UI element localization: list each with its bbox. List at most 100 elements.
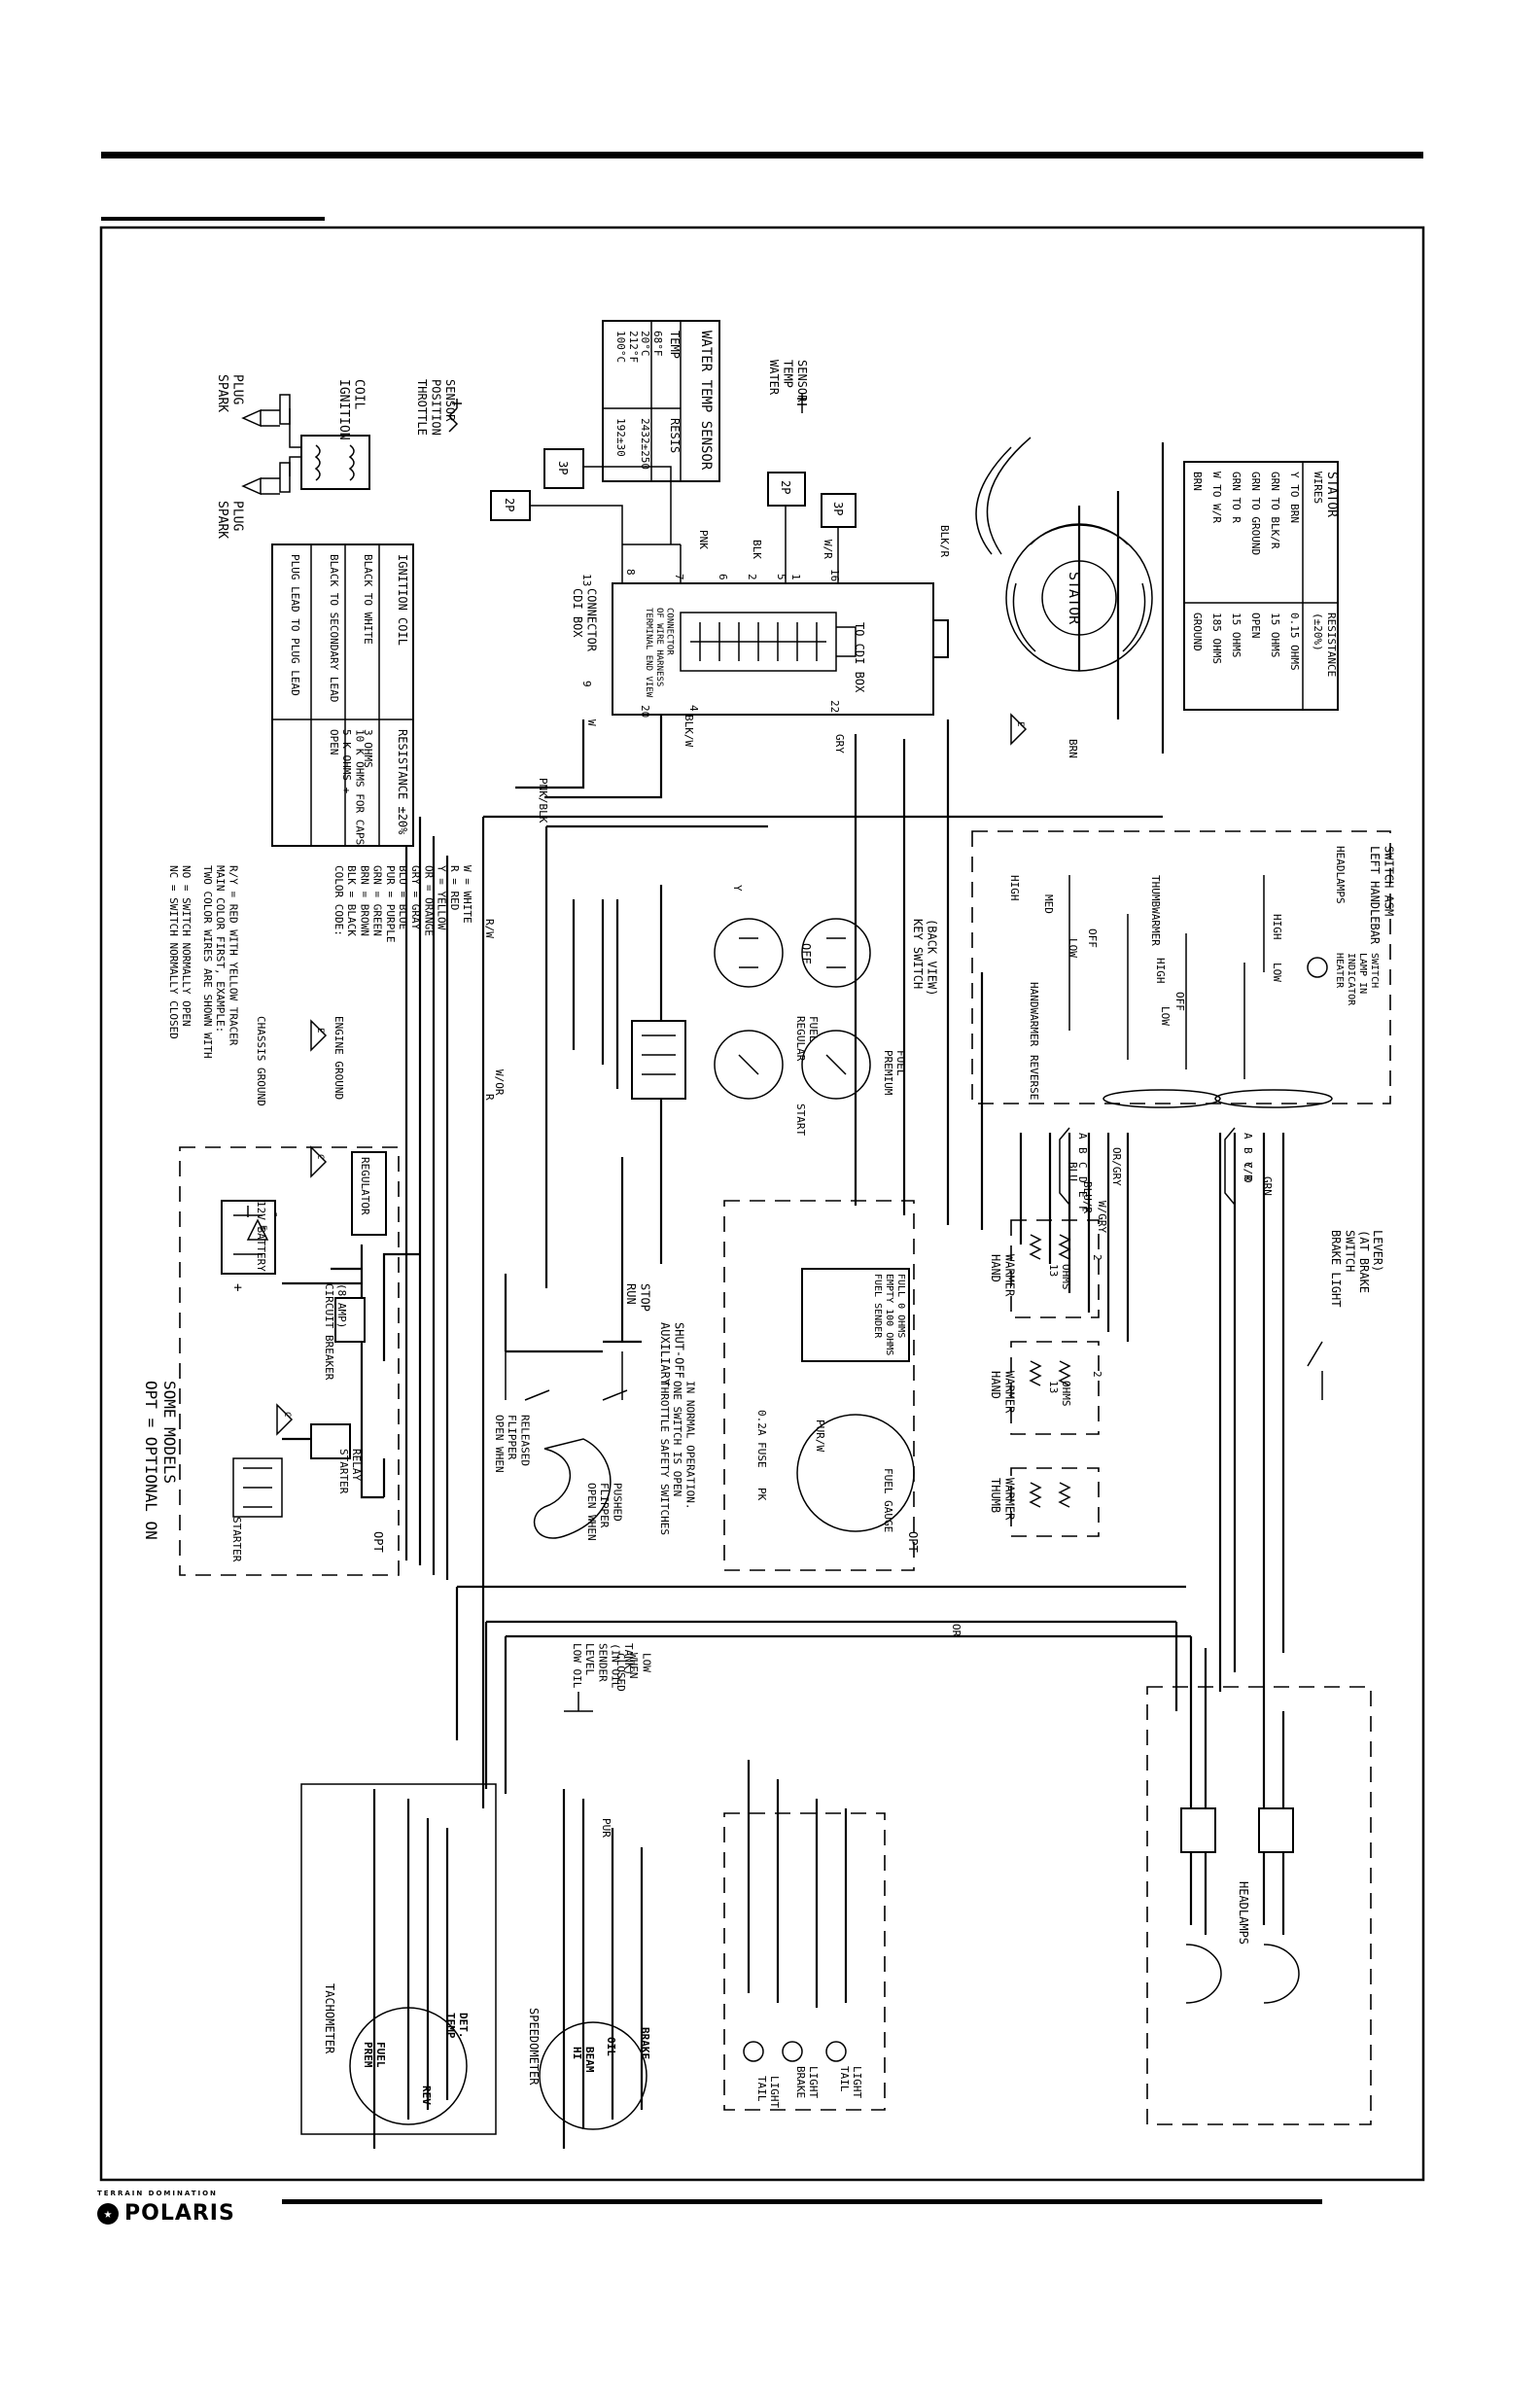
conn-f-1: F (1076, 1206, 1089, 1212)
conn-a-1: A (1076, 1133, 1089, 1139)
aux-shutoff-label: AUXILIARYSHUT-OFF (658, 1322, 685, 1386)
stator-row-4-wire: W TO W/R (1210, 472, 1223, 523)
engine-ground-mark-batt: E (258, 1225, 267, 1230)
pin-16: 16 (828, 569, 841, 581)
handlebar-high-b: HIGH (1154, 958, 1167, 984)
stator-row-1-wire: GRN TO BLK/R (1269, 472, 1281, 549)
pin-6: 6 (717, 574, 729, 580)
temp-det-label: TEMPDET. (444, 2013, 470, 2039)
starter-label: STARTER (230, 1517, 243, 1562)
stator-table: STATOR WIRES RESISTANCE (±20%) Y TO BRN … (1183, 461, 1339, 711)
water-temp-row-0-resis: 2432±250 (639, 418, 651, 470)
handlebar-heater-indicator: HEATERINDICATORLAMP INSWITCH (1334, 953, 1380, 1006)
logo-tagline: TERRAIN DOMINATION (97, 2190, 218, 2197)
connector-2p-a: 2P (503, 498, 516, 511)
wire-label-r-w: R/W (483, 919, 496, 938)
ignition-header-0: IGNITION COIL (396, 554, 409, 646)
pin-9: 9 (580, 681, 593, 687)
brake-ind-label: BRAKE (639, 2027, 651, 2059)
spark-plug-label-bottom: SPARKPLUG (215, 501, 245, 539)
instruments: TACHOMETER SPEEDOMETER TEMPDET. REV PREM… (300, 1783, 651, 2135)
key-regular: REGULARFUEL (794, 1016, 820, 1062)
wire-label-blu: BLU (1067, 1162, 1079, 1181)
wire-label-pur: PUR (600, 1818, 612, 1838)
fuse-label: 0.2A FUSE (755, 1410, 768, 1468)
water-temp-row-1-resis: 192±30 (614, 418, 627, 457)
pin-13: 13 (580, 574, 593, 586)
ignition-coil-table: IGNITION COIL RESISTANCE ±20% BLACK TO W… (271, 543, 414, 847)
throttle-safety: AUXILIARYSHUT-OFF RUNSTOP THROTTLE SAFET… (493, 1283, 696, 1541)
wire-label-blk-a: BLK (751, 540, 763, 559)
pk-label: PK (755, 1488, 768, 1501)
conn-c-2: C (1242, 1162, 1254, 1169)
handlebar-headlamps: HEADLAMPS (1334, 846, 1347, 904)
throttle-safety-label: THROTTLE SAFETY SWITCHESONE SWITCH IS OP… (658, 1381, 696, 1535)
stator-row-3-val: 15 OHMS (1230, 613, 1242, 657)
cdi-connector-label: CDI BOXCONNECTOR (571, 588, 598, 652)
hand-warmer-label-b: HANDWARMER (989, 1371, 1016, 1414)
rev-label: REV (420, 2086, 433, 2105)
ohms-2-b: 2 (1091, 1371, 1103, 1378)
water-temp-header-1: RESIS (668, 418, 682, 453)
handlebar-high-a: HIGH (1271, 914, 1283, 940)
tail-light-b: TAILLIGHT (838, 2066, 863, 2098)
handlebar-high-c: HIGH (1008, 875, 1021, 901)
ignition-row-2-label: PLUG LEAD TO PLUG LEAD (289, 554, 301, 696)
wire-label-w-r: W/R (822, 540, 834, 559)
key-start: START (794, 1104, 807, 1136)
connector-2p-b: 2P (779, 480, 792, 494)
stator-table-title: STATOR (1324, 472, 1339, 517)
handlebar-off-a: OFF (1173, 992, 1186, 1011)
wire-label-r: R (483, 1094, 496, 1101)
key-switch: KEY SWITCH(BACK VIEW) OFF REGULARFUEL PR… (631, 918, 938, 1136)
stator-table-resistance: RESISTANCE (1325, 613, 1338, 677)
opt-label-left: OPT (371, 1531, 385, 1553)
thumb-warmer-label: THUMBWARMER (989, 1478, 1016, 1521)
closed-low-label: CLOSEDWHENLOW (614, 1653, 652, 1692)
oil-sender-label: LOW OILLEVELSENDER(IN OILTANK) (571, 1643, 635, 1689)
wire-label-pnk: PNK (697, 530, 710, 549)
stator: STATOR (975, 437, 1153, 672)
regulator-label: REGULATOR (359, 1157, 371, 1215)
conn-b-2: B (1242, 1147, 1254, 1154)
water-temp-row-0-temp: 20°C68°F (639, 331, 664, 357)
pin-1: 1 (789, 574, 802, 580)
water-temp-header-0: TEMP (668, 331, 682, 359)
pin-7: 7 (673, 574, 685, 580)
conn-a-2: A (1242, 1133, 1254, 1139)
ignition-coil-label: IGNITIONCOIL (336, 379, 367, 440)
stator-row-4-val: 185 OHMS (1210, 613, 1223, 664)
headlamps-label: HEADLAMPS (1237, 1881, 1250, 1945)
headlamps: HEADLAMPS (1146, 1686, 1372, 2125)
speedometer-label: SPEEDOMETER (527, 2008, 541, 2086)
stator-row-1-val: 15 OHMS (1269, 613, 1281, 657)
battery-minus: - (268, 1210, 284, 1218)
brake-switch-label: BRAKE LIGHTSWITCH(AT BRAKELEVER) (1329, 1230, 1384, 1307)
hand-warmer-label-a: HANDWARMER (989, 1254, 1016, 1297)
ground-symbols: E E C (310, 713, 1028, 1178)
stator-label: STATOR (1066, 572, 1083, 625)
nc-no-note: NC = SWITCH NORMALLY CLOSEDNO = SWITCH N… (167, 865, 192, 1039)
chassis-ground-mark-legend: C (315, 1154, 325, 1159)
two-color-note: TWO COLOR WIRES ARE SHOWN WITHMAIN COLOR… (201, 865, 239, 1059)
wire-label-blu-r: BLU/R (1081, 1181, 1094, 1213)
wire-label-or-gry: OR/GRY (1110, 1147, 1123, 1186)
engine-ground-mark-legend: E (315, 1028, 325, 1033)
footer-rule (282, 2199, 1322, 2204)
water-temp-table: WATER TEMP SENSOR TEMP RESIS 20°C68°F 24… (602, 320, 720, 482)
key-switch-label: KEY SWITCH(BACK VIEW) (911, 919, 938, 996)
pin-4: 4 (687, 705, 700, 712)
wire-label-group: W/R BLK BLK/W PNK PNK/BLK W GRY BRN R/W … (483, 525, 1274, 1838)
header-tab-rule (101, 217, 325, 221)
wire-label-w-gry: W/GRY (1096, 1201, 1108, 1233)
fuel-system: FUEL SENDEREMPTY 100 OHMSFULL 0 OHMS FUE… (723, 1200, 920, 1571)
ohms-13-a: 13OHMS (1047, 1264, 1072, 1290)
engine-ground-legend: ENGINE GROUND (332, 1016, 345, 1100)
wire-label-blk-r: BLK/R (938, 525, 951, 557)
ohms-2-a: 2 (1091, 1254, 1103, 1261)
oil-ind-label: OIL (605, 2037, 617, 2056)
connector-a-f: A B C D E F A B C D (1059, 1127, 1254, 1212)
hi-beam-label: HIBEAM (571, 2047, 596, 2073)
stator-table-wires: WIRES (1312, 472, 1324, 504)
stator-row-0-wire: Y TO BRN (1288, 472, 1301, 523)
